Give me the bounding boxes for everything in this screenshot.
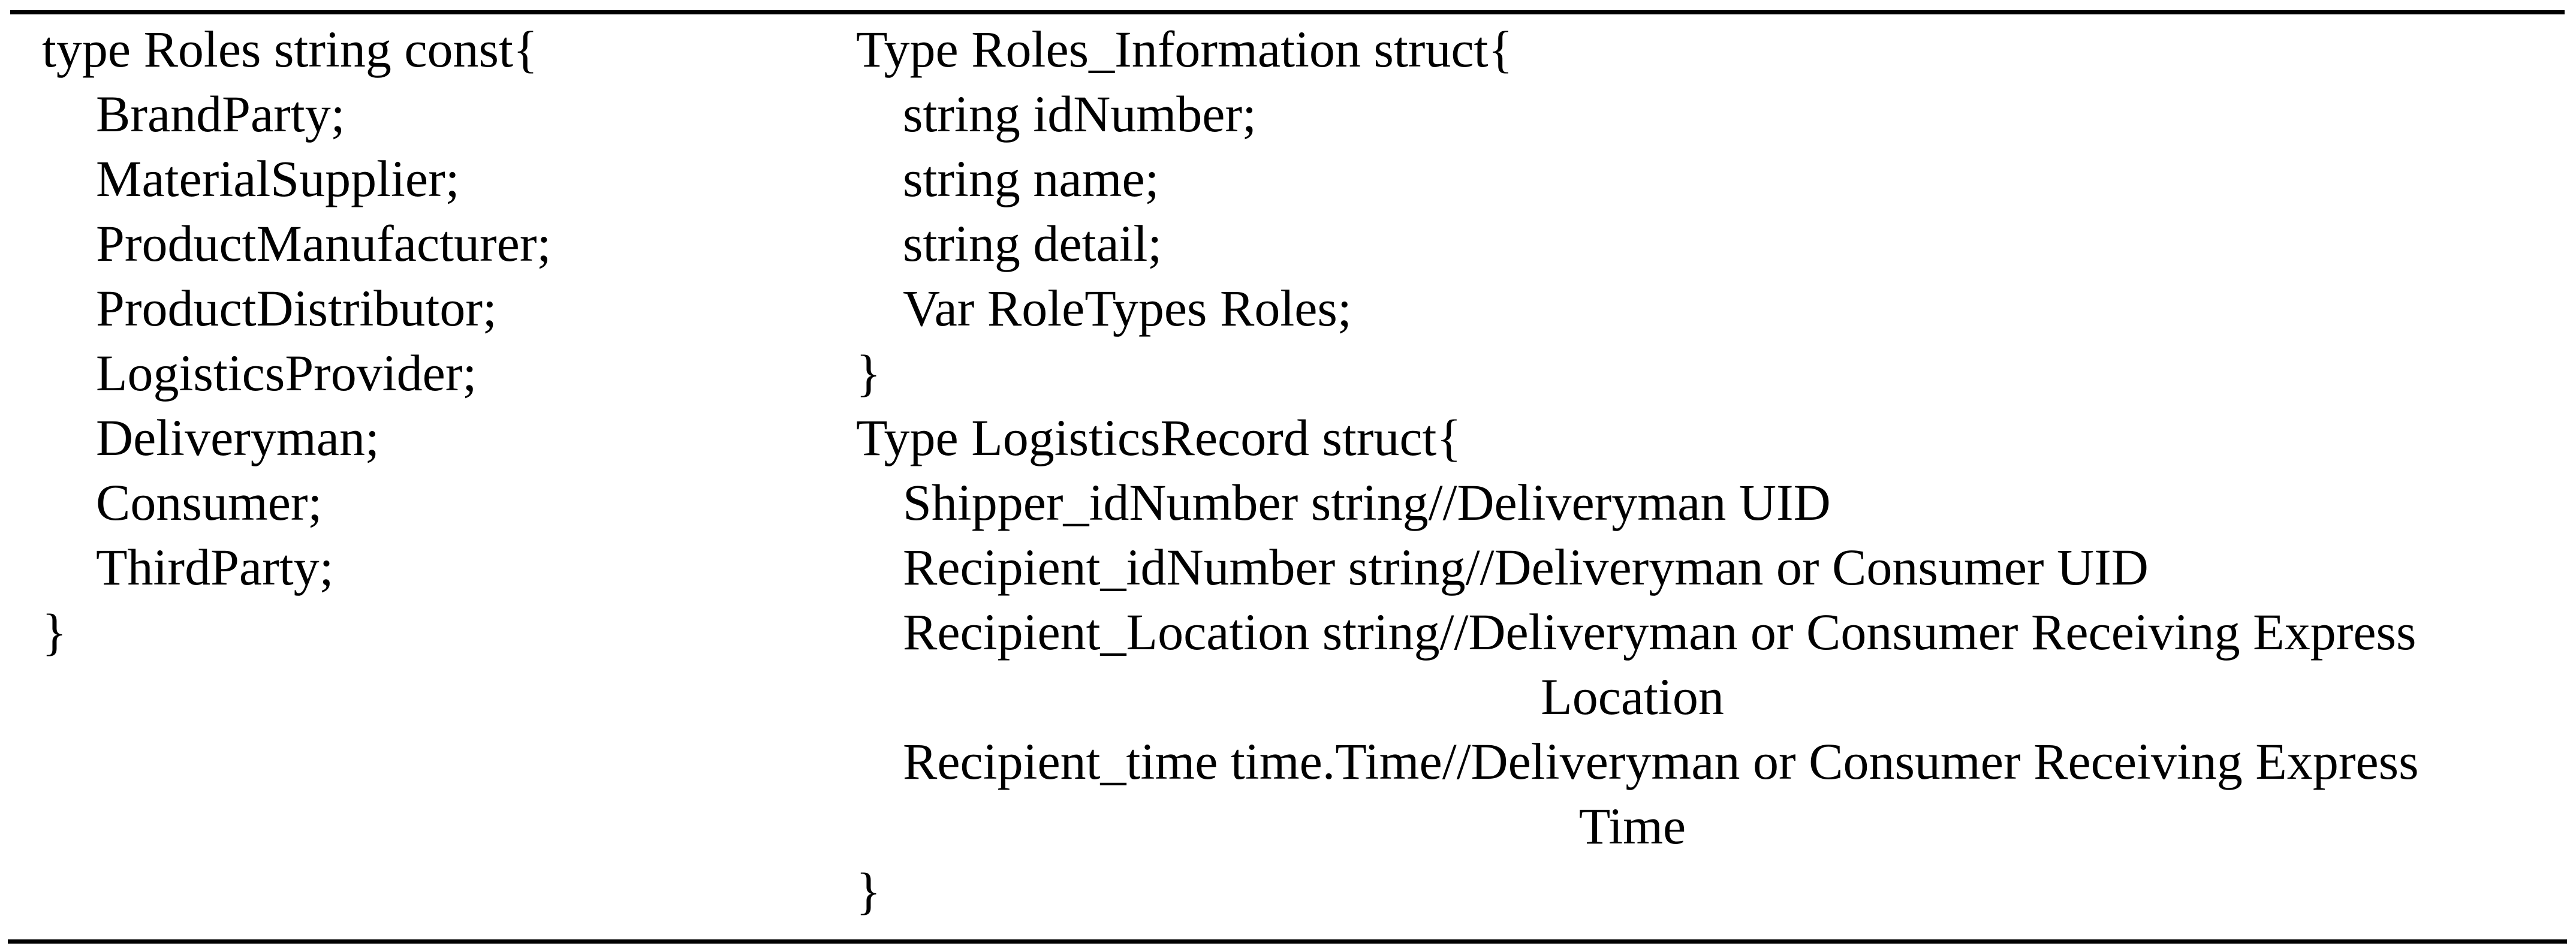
code-line: } — [42, 603, 67, 661]
code-line: type Roles string const{ — [42, 20, 538, 78]
code-line: Recipient_time time.Time//Deliveryman or… — [903, 733, 2419, 790]
code-line: string name; — [903, 150, 1159, 207]
code-line: MaterialSupplier; — [96, 150, 460, 207]
code-line: LogisticsProvider; — [96, 344, 477, 402]
code-line: ProductDistributor; — [96, 279, 497, 337]
code-line: Consumer; — [96, 474, 323, 531]
code-line: Var RoleTypes Roles; — [903, 279, 1352, 337]
code-line: string detail; — [903, 215, 1162, 272]
code-line: BrandParty; — [96, 85, 345, 143]
code-line: Recipient_idNumber string//Deliveryman o… — [903, 538, 2149, 596]
code-line: Type LogisticsRecord struct{ — [856, 409, 1462, 466]
left-code-column: type Roles string const{ BrandParty; Mater… — [42, 17, 833, 664]
code-line: Shipper_idNumber string//Deliveryman UID — [903, 474, 1831, 531]
bottom-rule — [8, 939, 2567, 944]
top-rule — [10, 10, 2565, 14]
code-line: Time — [1578, 797, 1686, 855]
code-line: string idNumber; — [903, 85, 1257, 143]
code-line: } — [856, 862, 881, 920]
code-line: Recipient_Location string//Deliveryman o… — [903, 603, 2417, 661]
right-code-column: Type Roles_Information struct{ string idN… — [856, 17, 2419, 923]
code-line: Location — [1541, 668, 1724, 725]
code-line: Type Roles_Information struct{ — [856, 20, 1513, 78]
code-line: ProductManufacturer; — [96, 215, 552, 272]
code-line: } — [856, 344, 881, 402]
code-line: ThirdParty; — [96, 538, 334, 596]
code-line: Deliveryman; — [96, 409, 379, 466]
